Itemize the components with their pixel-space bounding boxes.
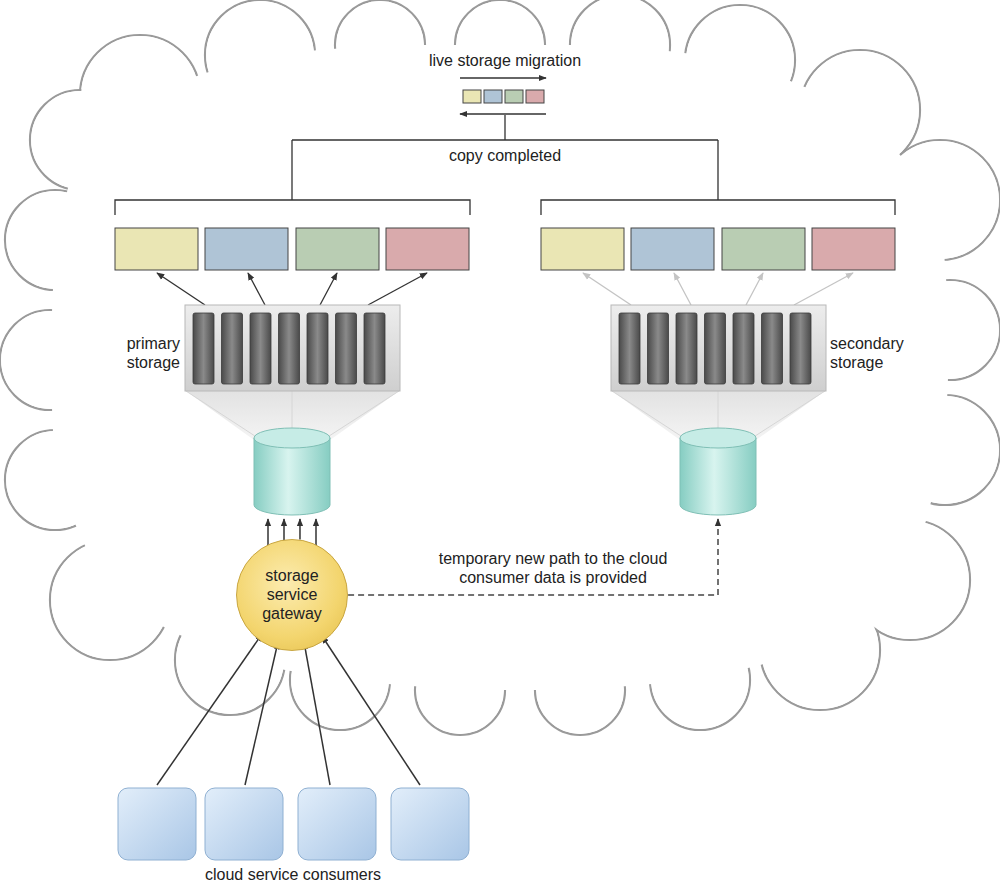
- node-text: storage service gateway: [252, 566, 332, 623]
- cloud-outline: [0, 0, 1000, 735]
- storage-arrows: [157, 273, 853, 305]
- consumer-lines: [157, 634, 420, 785]
- gateway-circle: storage service gateway: [236, 539, 348, 651]
- connector: [348, 519, 718, 595]
- migration-label: live storage migration: [429, 51, 581, 70]
- group-label: cloud service consumers: [205, 865, 381, 884]
- node-heading: primary storage: [110, 334, 180, 372]
- storage-node: secondary storage: [608, 300, 910, 518]
- migration-symbol: [460, 78, 546, 114]
- data-blocks: [115, 228, 895, 270]
- storage-device: [185, 305, 400, 515]
- connector-label: temporary new path to the cloud consumer…: [410, 549, 696, 587]
- status-label: copy completed: [449, 146, 561, 165]
- bracket-lines: [115, 115, 895, 215]
- storage-node: primary storage: [110, 300, 405, 518]
- storage-device: [611, 305, 826, 515]
- connector: [299, 519, 301, 539]
- node-heading: secondary storage: [830, 334, 920, 372]
- consumer-boxes: [118, 788, 469, 860]
